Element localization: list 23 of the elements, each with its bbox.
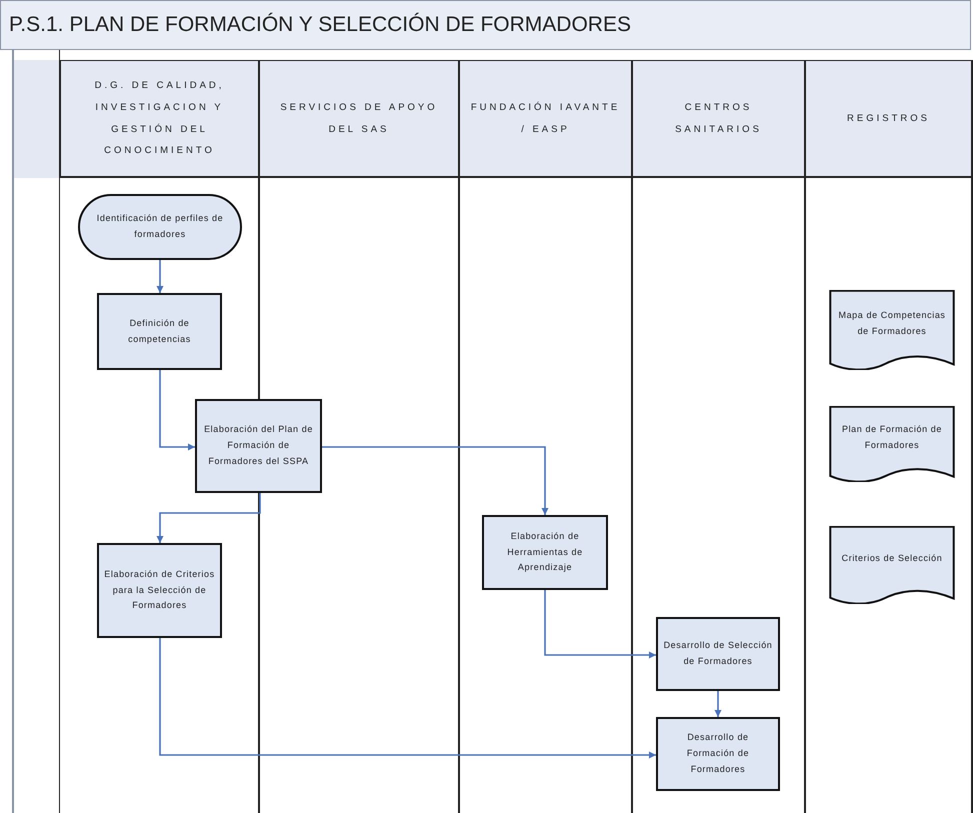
document-label: Plan de Formación de Formadores: [840, 423, 944, 452]
arrow: [714, 691, 722, 717]
arrow: [159, 638, 656, 758]
arrow: [159, 370, 195, 450]
process-box: Elaboración de Criterios para la Selección de Formadores: [97, 543, 222, 638]
process-box: Desarrollo de Formación de Formadores: [656, 717, 780, 791]
terminator-node: Identificación de perfiles de formadores: [78, 194, 242, 260]
process-box: Elaboración del Plan de Formación de Formadores del SSPA: [195, 399, 322, 493]
lane-header: SERVICIOS DE APOYO DEL SAS: [260, 60, 458, 178]
arrow: [156, 260, 164, 293]
document-label: Criterios de Selección: [842, 552, 942, 566]
lane-header: D.G. DE CALIDAD, INVESTIGACION Y GESTIÓN DEL CONOCIMIENTO: [60, 60, 258, 178]
lane-header: CENTROS SANITARIOS: [633, 60, 804, 178]
lane-header: REGISTROS: [806, 60, 971, 178]
process-box: Definición de competencias: [97, 293, 222, 370]
process-box: Desarrollo de Selección de Formadores: [656, 617, 780, 691]
arrow: [156, 493, 261, 543]
arrow: [322, 446, 548, 515]
title-banner: P.S.1. PLAN DE FORMACIÓN Y SELECCIÓN DE FORMADORES: [0, 0, 971, 50]
arrow: [544, 590, 656, 658]
process-box: Elaboración de Herramientas de Aprendizaje: [482, 515, 608, 590]
lane-header: FUNDACIÓN IAVANTE / EASP: [460, 60, 631, 178]
document-label: Mapa de Competencias de Formadores: [837, 309, 947, 338]
